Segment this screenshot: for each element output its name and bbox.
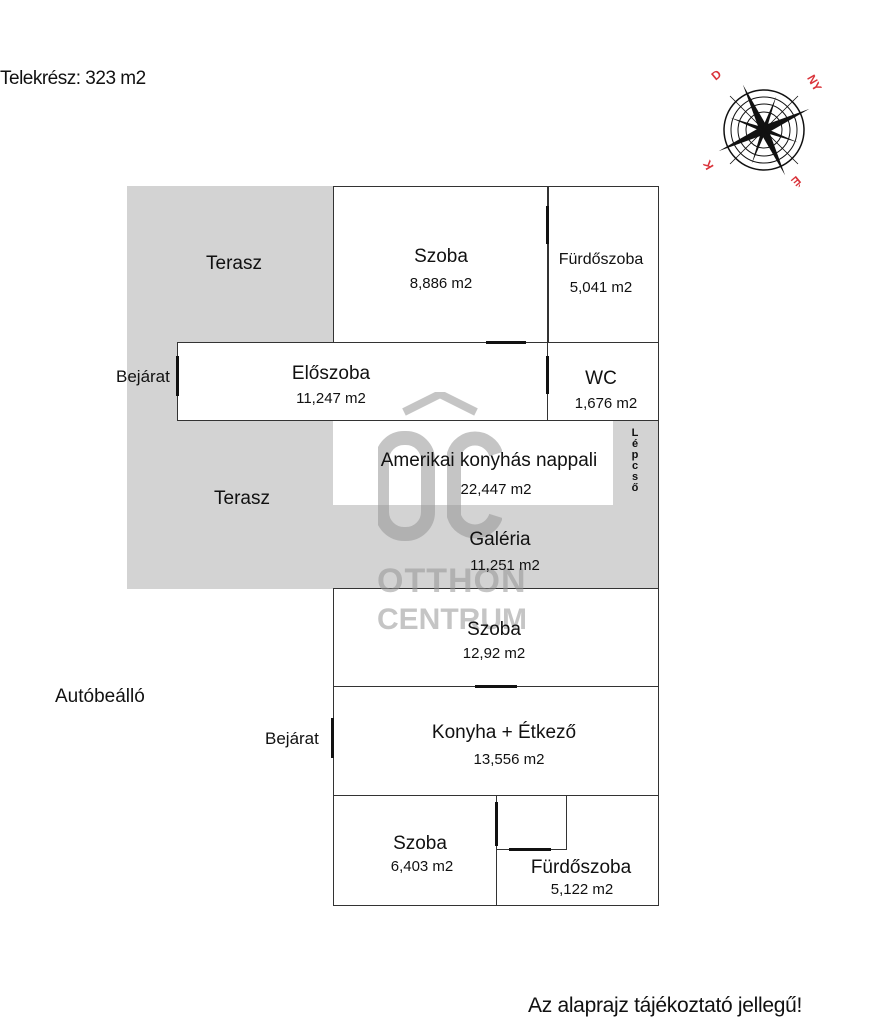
stairs-letter: s: [631, 471, 639, 483]
door-bedroom-mid: [475, 685, 517, 688]
room-bathroom-bottom: [496, 849, 659, 906]
hall-area: 11,247 m2: [296, 390, 366, 407]
disclaimer-note: Az alaprajz tájékoztató jellegű!: [528, 994, 803, 1017]
gallery-area-value: 11,251 m2: [470, 557, 540, 574]
entrance-upper-label: Bejárat: [116, 367, 170, 386]
bathroom-top-area: 5,041 m2: [569, 279, 633, 296]
bedroom-mid-name: Szoba: [467, 619, 521, 640]
stairs-letter: c: [631, 460, 639, 472]
bathroom-top-name: Fürdőszoba: [558, 251, 644, 268]
watermark-otthon: OTTHON: [377, 562, 527, 600]
gallery-name: Galéria: [469, 529, 531, 550]
stairs-letter: L: [631, 427, 639, 439]
stairs-letter: ő: [631, 482, 639, 494]
bedroom-top-area: 8,886 m2: [409, 275, 473, 292]
door-entrance-upper: [176, 356, 179, 396]
plot-size-label: Telekrész: 323 m2: [0, 68, 146, 89]
stairs-label: L é p c s ő: [628, 428, 642, 494]
wc-area: 1,676 m2: [574, 395, 638, 412]
room-hall: [177, 342, 549, 421]
door-bedroom-top: [486, 341, 526, 344]
door-bedroom-small: [495, 802, 498, 846]
kitchen-name: Konyha + Étkező: [431, 722, 577, 743]
door-bath-top: [546, 206, 549, 244]
bathroom-bottom-name: Fürdőszoba: [530, 857, 632, 878]
door-entrance-lower: [331, 718, 334, 758]
carport-label: Autóbeálló: [55, 686, 145, 707]
terrace-upper-name: Terasz: [206, 253, 262, 274]
door-bathroom-bottom: [509, 848, 551, 851]
living-name: Amerikai konyhás nappali: [380, 450, 598, 471]
room-wc: [547, 342, 659, 421]
otthon-centrum-logo: [375, 389, 503, 547]
bathroom-bottom-area: 5,122 m2: [550, 881, 614, 898]
watermark-centrum: CENTRUM: [377, 603, 527, 636]
hall-name: Előszoba: [291, 363, 371, 384]
terrace-lower-name: Terasz: [214, 488, 270, 509]
wall-east: [658, 421, 659, 589]
compass-rose-icon: D NY É K: [700, 66, 828, 199]
kitchen-area: 13,556 m2: [473, 751, 545, 768]
bedroom-small-name: Szoba: [393, 833, 447, 854]
stairs-area: [613, 421, 659, 505]
wc-name: WC: [585, 368, 617, 389]
living-area: 22,447 m2: [460, 481, 532, 498]
bedroom-mid-area: 12,92 m2: [462, 645, 526, 662]
stairs-letter: é: [631, 438, 639, 450]
entrance-lower-label: Bejárat: [265, 729, 319, 748]
bathroom-bottom-upper: [566, 795, 659, 850]
bedroom-top-name: Szoba: [414, 246, 468, 267]
door-wc: [546, 356, 549, 394]
stairs-letter: p: [631, 449, 639, 461]
bedroom-small-area: 6,403 m2: [390, 858, 454, 875]
